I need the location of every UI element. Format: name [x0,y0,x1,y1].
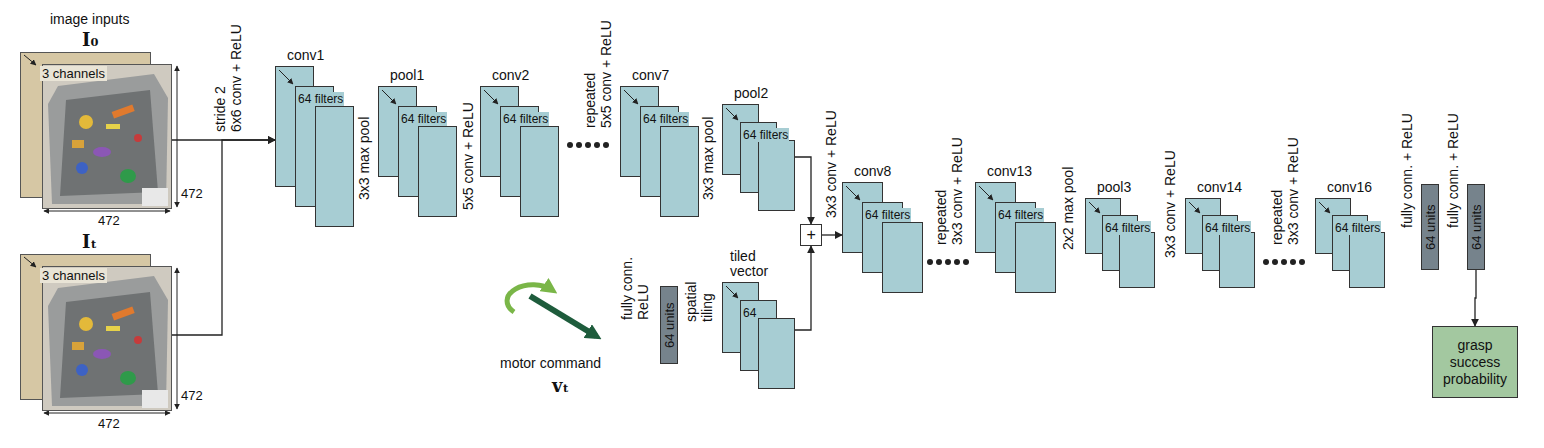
connector [822,234,842,235]
output-label: grasp success probability [1437,337,1513,388]
feature-stack: conv864 filters [842,182,922,292]
filter-count: 64 [742,306,757,320]
operation-label: 3x3 conv + ReLU [950,137,965,245]
operation-label: repeated [1270,190,1285,245]
filter-count: 64 filters [1204,221,1251,235]
operation-label: 3x3 conv + ReLU [1286,137,1301,245]
feature-stack: conv164 filters [275,66,353,226]
filter-count: 64 filters [502,112,549,126]
filter-count: 64 filters [742,128,789,142]
feature-stack: tiled vector64 [722,282,794,388]
feature-stack: pool264 filters [722,104,794,210]
feature-stack: pool164 filters [378,86,456,216]
unit-count: 64 units [1469,204,1484,250]
slab-stack [620,86,698,216]
feature-stack: conv1364 filters [975,182,1055,292]
dimension-arrow [177,66,178,207]
annotation-label: 472 [181,186,203,201]
sum-node: + [800,224,822,246]
slab-stack [1315,198,1384,287]
operation-label: 6x6 conv + ReLU [229,24,244,132]
unit-count: 64 units [1423,204,1438,250]
slab-stack [722,104,794,210]
filter-count: 64 filters [997,208,1044,222]
image-input: Iₜ3 channels [20,254,172,411]
operation-label: repeated [583,73,598,128]
filter-count: 64 filters [297,92,344,106]
image-input: I₀3 channels [20,52,172,209]
operation-label: tiling [700,293,715,322]
channel-label: 3 channels [40,66,107,81]
input-name: I₀ [82,29,98,50]
layer-name: pool1 [390,68,424,83]
connector [1475,270,1476,326]
slab-stack [975,182,1055,292]
layer-name: pool3 [1097,180,1131,195]
operation-label: repeated [934,190,949,245]
annotation-label: 472 [181,388,203,403]
slab-stack [1185,198,1254,287]
operation-label: 3x3 max pool [357,117,372,200]
fc-layer-box: 64 units [1467,184,1485,270]
slab-stack [275,66,353,226]
operation-label: 2x2 max pool [1061,167,1076,250]
annotation-label: vₜ [552,375,569,396]
operation-label: fully conn. + ReLU [1400,113,1415,228]
annotation-label: motor command [500,356,601,371]
layer-name: conv8 [854,164,891,179]
annotation-label: 472 [98,416,120,431]
connector [794,246,811,330]
layer-name: pool2 [734,86,768,101]
dimension-arrow [177,268,178,409]
operation-label: 5x5 conv + ReLU [599,20,614,128]
filter-count: 64 filters [400,112,447,126]
slab-stack [1085,198,1154,287]
operation-label: 3x3 conv + ReLU [1163,150,1178,258]
operation-label: ReLU [636,284,651,320]
output-box: grasp success probability [1432,326,1518,398]
operation-label: 3x3 max pool [701,117,716,200]
input-name: Iₜ [82,231,97,252]
layer-name: conv7 [632,68,669,83]
operation-label: fully conn. [620,257,635,320]
feature-stack: conv1464 filters [1185,198,1254,287]
slab-stack [842,182,922,292]
annotation-label: image inputs [50,12,129,27]
layer-name: conv16 [1327,180,1372,195]
filter-count: 64 filters [864,208,911,222]
dimension-arrow [44,211,170,212]
slab-stack [480,86,558,216]
operation-label: fully conn. + ReLU [1446,113,1461,228]
connector [172,140,275,335]
layer-name: conv14 [1197,180,1242,195]
operation-label: 5x5 conv + ReLU [461,102,476,210]
dimension-arrow [44,413,170,414]
layer-name: conv1 [287,48,324,63]
filter-count: 64 filters [642,112,689,126]
operation-label: spatial [684,282,699,322]
filter-count: 64 filters [1104,221,1151,235]
motor-direction-arrow [530,296,596,336]
feature-stack: conv764 filters [620,86,698,216]
feature-stack: pool364 filters [1085,198,1154,287]
fc-layer-box: 64 units [1421,184,1439,270]
channel-label: 3 channels [40,268,107,283]
slab-stack [722,282,794,388]
annotation-label: 472 [98,213,120,228]
operation-label: stride 2 [213,86,228,132]
connector [794,157,811,224]
unit-count: 64 units [662,302,677,348]
feature-stack: conv264 filters [480,86,558,216]
slab-stack [378,86,456,216]
feature-stack: conv1664 filters [1315,198,1384,287]
sum-sign: + [807,226,816,244]
filter-count: 64 filters [1334,221,1381,235]
layer-name: conv2 [492,68,529,83]
operation-label: 3x3 conv + ReLU [824,110,839,218]
layer-name: conv13 [987,164,1032,179]
layer-name: tiled vector [730,249,782,279]
fc-layer-box: 64 units [660,286,678,364]
